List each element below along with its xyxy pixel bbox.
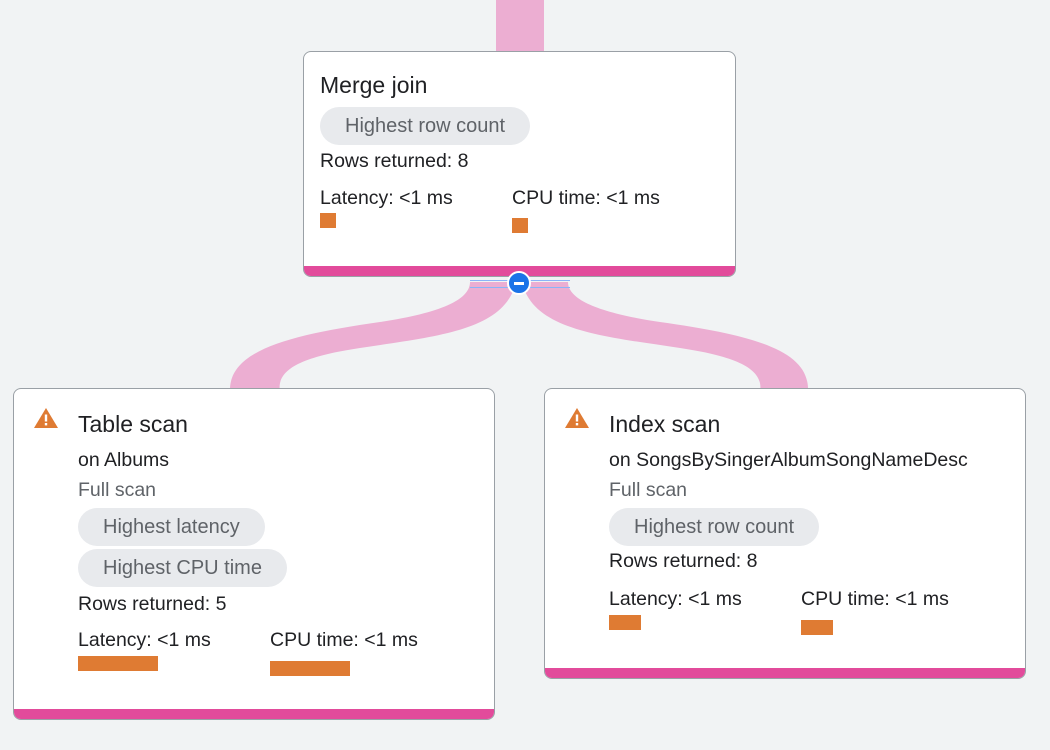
highest-row-count-chip: Highest row count [609,508,820,546]
scan-type: Full scan [609,479,688,501]
warning-icon [34,408,58,428]
cpu-time-label: CPU time: <1 ms [270,629,418,651]
scan-target: on Albums [78,449,170,471]
highest-latency-chip: Highest latency [78,508,265,546]
rows-returned: Rows returned: 8 [320,150,469,172]
cpu-time-label: CPU time: <1 ms [512,187,660,209]
cpu-time-bar [512,218,528,233]
cpu-time-bar [801,620,833,635]
scan-target: on SongsBySingerAlbumSongNameDesc [609,449,968,471]
latency-bar [609,615,641,630]
scan-type: Full scan [78,479,157,501]
highest-cpu-time-chip: Highest CPU time [78,549,287,587]
latency-label: Latency: <1 ms [78,629,211,651]
cpu-time-label: CPU time: <1 ms [801,588,949,610]
latency-label: Latency: <1 ms [609,588,742,610]
merge-join-node[interactable]: Merge join Highest row count Rows return… [303,51,736,277]
table-scan-node[interactable]: Table scan on Albums Full scan Highest l… [13,388,495,720]
rows-returned: Rows returned: 5 [78,593,227,615]
node-accent-bar [545,668,1025,678]
node-title: Merge join [320,72,428,98]
node-accent-bar [14,709,494,719]
node-title: Table scan [78,411,188,437]
flow-link-left [229,282,516,392]
cpu-time-bar [270,661,350,676]
flow-link-top [496,0,544,52]
collapse-button[interactable] [507,271,531,295]
latency-bar [320,213,336,228]
rows-returned: Rows returned: 8 [609,550,758,572]
latency-label: Latency: <1 ms [320,187,453,209]
latency-bar [78,656,158,671]
highest-row-count-chip: Highest row count [320,107,531,145]
index-scan-node[interactable]: Index scan on SongsBySingerAlbumSongName… [544,388,1026,679]
flow-link-right [522,282,809,392]
node-title: Index scan [609,411,721,437]
warning-icon [565,408,589,428]
